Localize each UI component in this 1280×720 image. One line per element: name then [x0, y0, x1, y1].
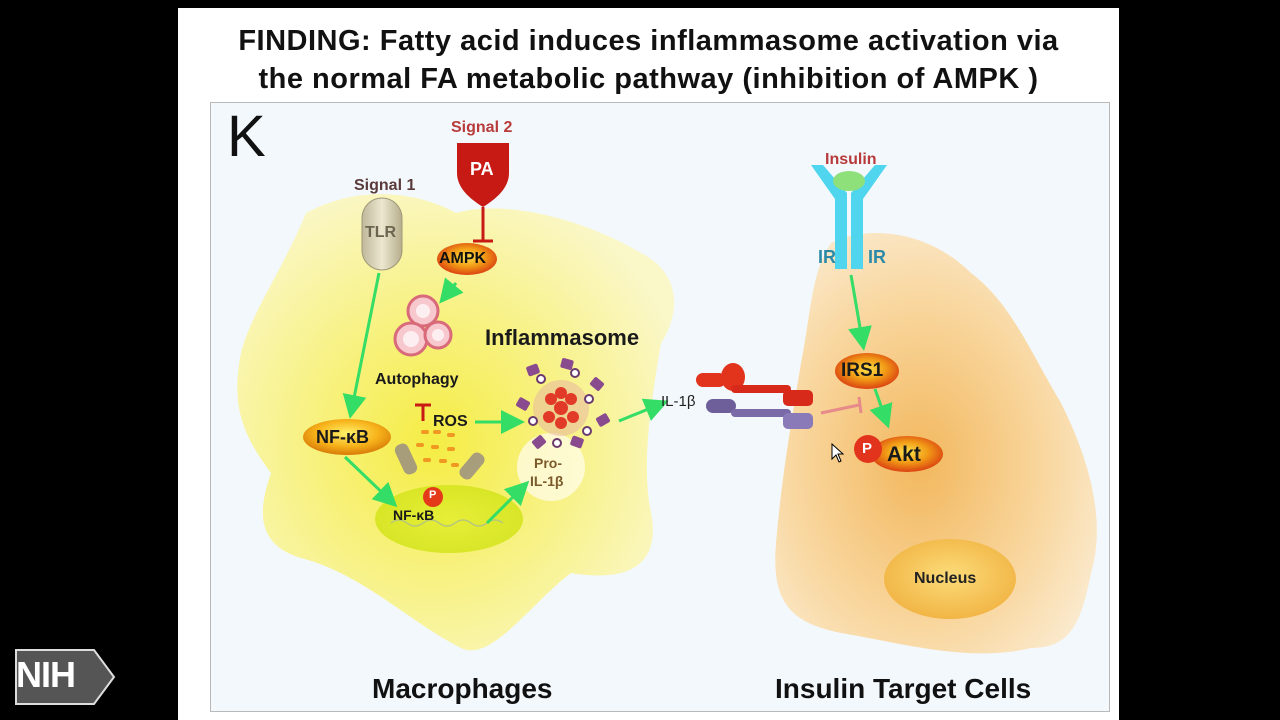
nfkb-phospho-circle — [423, 487, 443, 507]
nfkb-label: NF-κB — [316, 427, 370, 447]
panel-letter: K — [227, 104, 266, 169]
title-line-1: FINDING: Fatty acid induces inflammasome… — [238, 25, 1059, 57]
macrophage-nucleus — [375, 485, 523, 553]
nih-logo-text: NIH — [16, 654, 76, 695]
mitochondria — [394, 430, 485, 480]
irs1-label: IRS1 — [841, 360, 884, 381]
nih-logo: NIH — [14, 648, 118, 706]
pathway-figure: K Signal 2 Signal 1 TLR PA AMPK Autophag… — [210, 102, 1110, 712]
akt-label: Akt — [887, 443, 921, 466]
mouse-cursor-icon — [831, 443, 845, 463]
akt-phospho-label: P — [862, 440, 873, 457]
nfkb-nuclear-label: NF-κB — [393, 507, 435, 523]
ampk-pill-shape — [437, 243, 497, 275]
pa-label: PA — [470, 159, 494, 179]
ampk-label: AMPK — [439, 250, 487, 267]
il1b-label: IL-1β — [661, 393, 696, 410]
il1b-receptor-complex — [696, 363, 813, 429]
macrophages-label: Macrophages — [372, 673, 553, 704]
inflammasome-complex — [516, 358, 610, 449]
nfkb-phospho-label: P — [429, 489, 437, 501]
insulin-label: Insulin — [825, 151, 877, 168]
pa-shield-shape — [457, 143, 509, 207]
title-line-2: the normal FA metabolic pathway (inhibit… — [258, 63, 1039, 95]
insulin-receptor-shape — [811, 165, 887, 269]
slide-title: FINDING: Fatty acid induces inflammasome… — [178, 22, 1119, 98]
nih-logo-shape — [15, 649, 116, 705]
akt-pill-shape — [871, 436, 943, 472]
inflammasome-label: Inflammasome — [485, 325, 640, 350]
ir-left-label: IR — [818, 247, 836, 267]
signal2-label: Signal 2 — [451, 119, 513, 136]
pro-il1b-label-line2: IL-1β — [530, 473, 564, 489]
irs1-pill-shape — [835, 353, 899, 389]
tlr-label: TLR — [365, 224, 397, 241]
akt-phospho-circle — [854, 435, 882, 463]
ir-right-label: IR — [868, 247, 886, 267]
nucleus-label: Nucleus — [914, 570, 977, 587]
ros-label: ROS — [433, 413, 468, 430]
slide: FINDING: Fatty acid induces inflammasome… — [178, 8, 1119, 720]
pathway-diagram — [237, 143, 1097, 654]
autophagy-label: Autophagy — [375, 371, 459, 388]
pro-il1b-glow — [517, 433, 585, 501]
pro-il1b-label-line1: Pro- — [534, 455, 562, 471]
activation-arrows — [342, 272, 893, 525]
macrophage-cell — [237, 194, 675, 651]
nucleus-shape — [884, 539, 1016, 619]
insulin-target-cells-label: Insulin Target Cells — [775, 673, 1032, 704]
signal1-label: Signal 1 — [354, 177, 416, 194]
tlr-receptor-shape — [361, 197, 403, 271]
nfkb-pill-shape — [303, 419, 391, 455]
autophagy-vesicles — [393, 294, 453, 357]
